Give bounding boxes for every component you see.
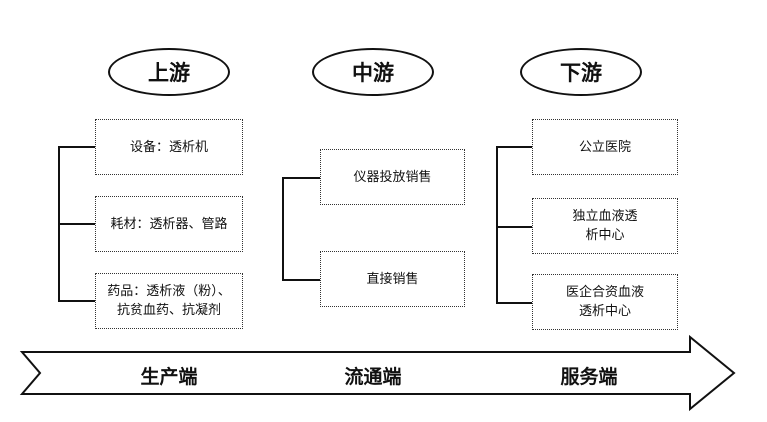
downstream-item-public-hospital-text: 公立医院: [578, 139, 631, 155]
upstream-item-equipment: 设备：透析机: [95, 119, 243, 175]
stage-distribution: 流通端: [344, 365, 402, 388]
midstream-item-placement-sales-text: 仪器投放销售: [353, 169, 432, 185]
midstream-bracket-tick-2: [282, 279, 320, 281]
downstream-bracket-tick-2: [496, 226, 532, 228]
midstream-bracket-vertical: [282, 178, 284, 280]
upstream-item-equipment-text: 设备：透析机: [129, 139, 208, 155]
downstream-item-joint-venture-center-line-1: 医企合资血液: [565, 285, 644, 300]
downstream-bracket-vertical: [496, 147, 498, 303]
upstream-bracket-tick-1: [58, 146, 95, 148]
upstream-item-consumables-text: 耗材：透析器、管路: [110, 216, 228, 232]
downstream-item-joint-venture-center: 医企合资血液 透析中心: [532, 274, 678, 330]
midstream-bracket-tick-1: [282, 177, 320, 179]
stage-service: 服务端: [560, 365, 618, 388]
upstream-item-drugs: 药品：透析液（粉）、 抗贫血药、抗凝剂: [95, 273, 243, 329]
downstream-bracket-tick-1: [496, 146, 532, 148]
header-downstream: 下游: [520, 48, 642, 96]
midstream-item-direct-sales: 直接销售: [320, 251, 465, 307]
midstream-item-placement-sales: 仪器投放销售: [320, 149, 465, 205]
downstream-item-public-hospital: 公立医院: [532, 119, 678, 175]
upstream-bracket-tick-2: [58, 223, 95, 225]
header-upstream: 上游: [108, 48, 230, 96]
upstream-item-drugs-line-2: 抗贫血药、抗凝剂: [116, 303, 221, 318]
downstream-item-joint-venture-center-line-2: 透析中心: [578, 304, 631, 319]
midstream-item-direct-sales-text: 直接销售: [366, 271, 419, 287]
stage-production: 生产端: [140, 365, 198, 388]
upstream-bracket-tick-3: [58, 300, 95, 302]
upstream-item-drugs-line-1: 药品：透析液（粉）、: [107, 284, 231, 299]
downstream-item-independent-center: 独立血液透 析中心: [532, 198, 678, 254]
upstream-item-consumables: 耗材：透析器、管路: [95, 196, 243, 252]
downstream-item-independent-center-line-1: 独立血液透: [572, 209, 638, 224]
header-midstream: 中游: [312, 48, 434, 96]
downstream-item-independent-center-line-2: 析中心: [585, 228, 625, 243]
downstream-bracket-tick-3: [496, 302, 532, 304]
